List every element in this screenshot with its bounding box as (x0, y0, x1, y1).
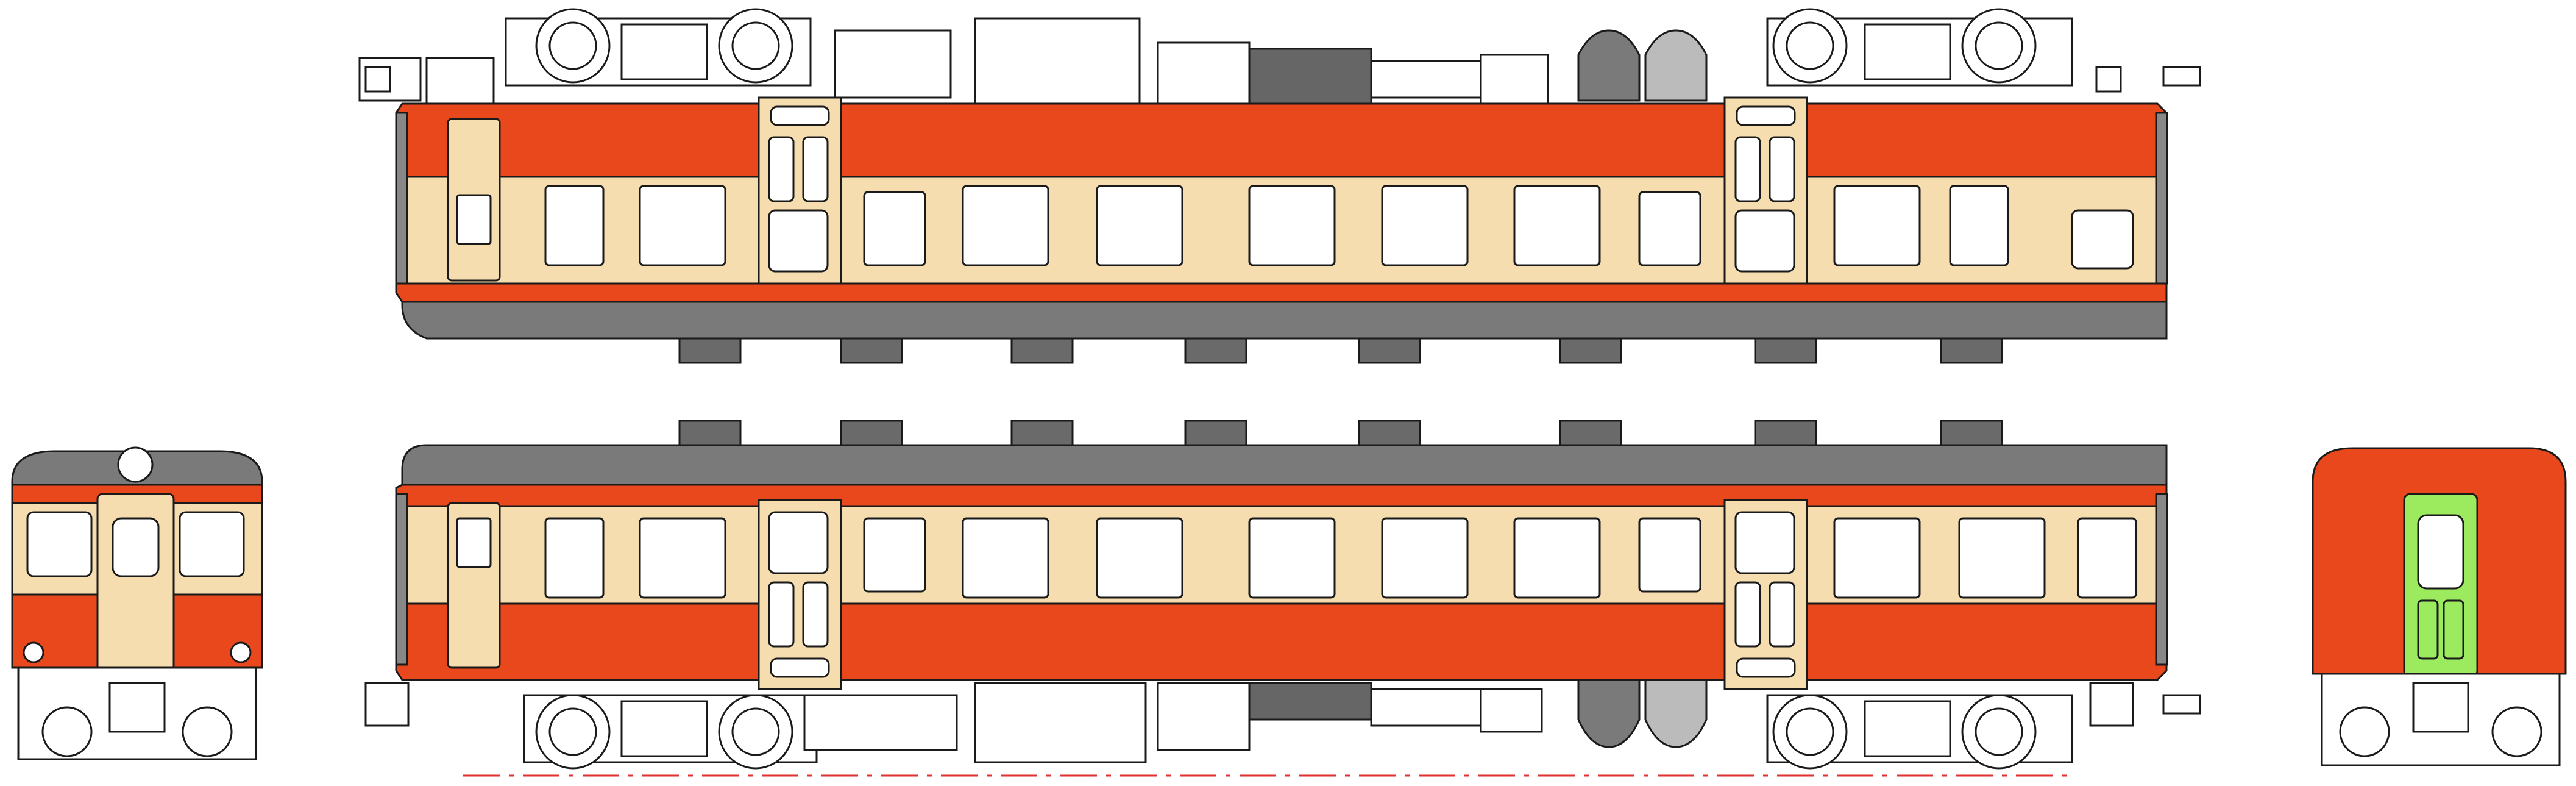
roof-top-view (401, 301, 2168, 340)
side-view-roof-down (364, 420, 2201, 777)
bogie-left-bottom (523, 694, 818, 770)
fuel-tank-top-right (1644, 29, 1708, 102)
rear-door-window (2417, 514, 2464, 590)
front-window-right (179, 511, 245, 577)
front-window-left (26, 511, 93, 577)
taillight-right (230, 641, 252, 663)
roof-bottom-view (401, 444, 2168, 486)
door-windows-bottom (456, 511, 1796, 678)
taillight-left (23, 641, 44, 663)
front-end-view (11, 446, 263, 760)
truck-blocks-top (678, 337, 2003, 364)
truck-blocks-bottom (678, 420, 2003, 446)
side-windows-top (544, 185, 2134, 270)
bogie-right-top (1766, 8, 2073, 87)
underfloor-equipment-bottom (364, 679, 2201, 770)
fuel-tank-bottom-right (1644, 679, 1708, 748)
side-windows-bottom (544, 517, 2137, 599)
fuel-tank-bottom-left (1577, 679, 1641, 748)
bogie-left-top (505, 8, 812, 87)
door-windows-top (456, 105, 1796, 273)
rear-end-view (2312, 447, 2567, 766)
fuel-tank-top-left (1577, 29, 1641, 102)
bogie-right-bottom (1766, 694, 2073, 770)
underfloor-equipment-top (358, 8, 2201, 108)
headlight-top (117, 446, 154, 483)
side-view-roof-up (358, 8, 2201, 364)
front-door-window (112, 517, 160, 577)
